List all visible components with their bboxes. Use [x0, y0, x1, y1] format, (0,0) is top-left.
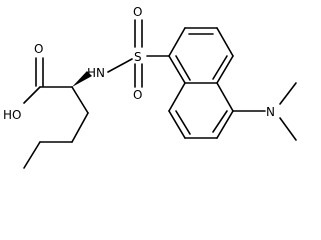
butyl-chain: [23, 86, 89, 169]
carbonyl-oxygen-label: O: [34, 42, 43, 56]
nh-s-bond: [107, 58, 133, 73]
sulfonyl-bonds: [134, 19, 170, 88]
ring-bond-c8a-c1-inner: [175, 55, 191, 81]
ring-bond-c6-c5-inner: [212, 110, 228, 133]
n-methyl-top-bond: [279, 82, 297, 105]
chain-bond-1: [71, 86, 89, 114]
hydroxyl-label: HO: [3, 108, 21, 122]
sulfonyl-oxygen-bottom-label: O: [133, 88, 142, 102]
sulfur-label: S: [134, 50, 142, 64]
carboxyl-group: [23, 57, 73, 104]
ring-bond-c4-c4a-inner: [212, 55, 228, 80]
ring-bond-c6-c5: [216, 110, 234, 139]
ring-bond-c8a-c8: [168, 82, 186, 112]
naphthalene-ring: [168, 27, 234, 139]
dimethylamino-nitrogen-label: N: [266, 105, 275, 119]
chain-bond-2: [71, 112, 89, 143]
ring-bond-c5-c4a: [216, 82, 234, 112]
ring-bond-c8-c7: [168, 110, 186, 139]
molecule-diagram: O HO HN S O O: [3, 5, 297, 169]
ring-bond-c4-c4a: [216, 55, 234, 84]
sulfonyl-oxygen-top-label: O: [133, 5, 142, 19]
stereo-wedge-bond: [72, 71, 92, 87]
ring-bond-c8-c7-inner: [175, 110, 191, 135]
amine-label: HN: [87, 66, 105, 80]
ring-bond-c3-c4: [216, 27, 234, 57]
ring-bond-c8a-c1: [168, 55, 186, 84]
chain-bond-4: [23, 141, 41, 169]
c-oh-bond: [23, 86, 41, 104]
n-methyl-bottom-bond: [279, 117, 297, 141]
ring-bond-c1-c2: [168, 27, 186, 57]
